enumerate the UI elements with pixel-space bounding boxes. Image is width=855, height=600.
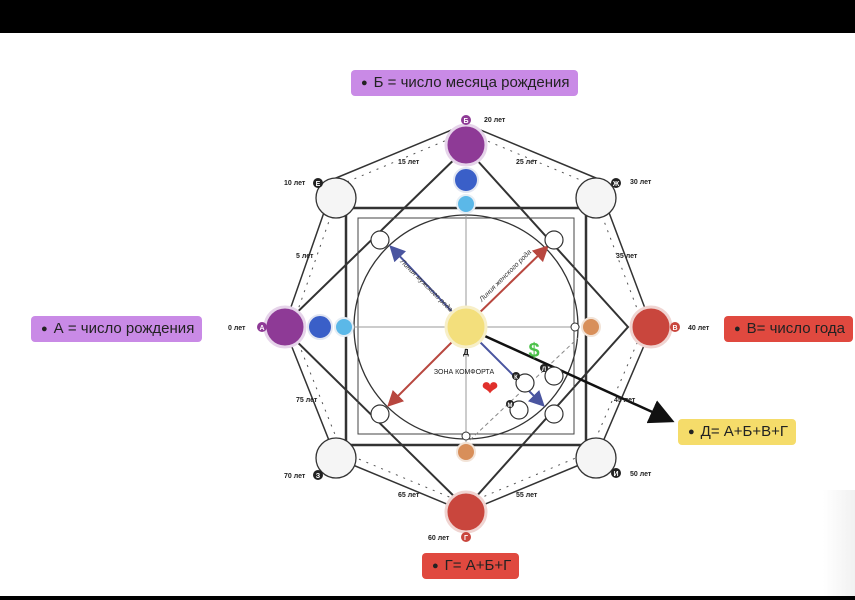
marker-a: А [257,322,267,332]
circle-a-blue [307,314,333,340]
circle-g-orange [456,442,476,462]
age-label-45: 45 лет [614,397,636,404]
svg-text:Г: Г [464,535,468,542]
male-line-arrow-upleft [389,245,459,319]
svg-text:К: К [514,375,518,381]
age-label-35: 35 лет [616,253,638,260]
svg-text:Л: Л [542,367,546,373]
age-label-5: 5 лет [296,253,314,260]
age-label-0: 0 лет [228,325,246,332]
svg-text:З: З [316,473,321,480]
label-a-text: А = число рождения [53,320,195,337]
female-line-arrow-downleft [387,335,459,407]
male-line-label: Линия мужского рода [398,257,454,313]
svg-text:Ж: Ж [612,181,620,188]
money-circle-2 [544,366,564,386]
circle-b-blue [453,167,479,193]
money-circle-1 [515,373,535,393]
circle-b-main [444,123,488,167]
svg-text:Е: Е [316,181,321,188]
money-circle-3 [509,400,529,420]
marker-k: К [512,372,520,381]
label-b-text: Б = число месяца рождения [373,74,570,91]
circle-a-main [263,305,307,349]
label-a-day: ● А = число рождения [31,316,203,342]
dashed-diagonal [469,337,579,441]
bottom-black-bar [0,596,855,600]
circle-b-lightblue [456,194,476,214]
age-label-55: 55 лет [516,492,538,499]
circle-v-main [629,305,673,349]
corner-circle-tr [575,177,617,219]
marker-g: Г [461,532,471,542]
label-v-year: ● В= число года [724,316,853,342]
marker-i: И [611,468,621,478]
inner-corner-circle-br [544,404,564,424]
pointer-arrow-to-d [475,330,675,424]
top-black-bar [0,0,855,33]
right-edge-shade [823,490,855,596]
heart-icon: ❤ [482,378,499,400]
marker-m: М [506,400,514,409]
age-label-20: 20 лет [484,117,506,124]
circle-g-main [444,490,488,534]
marker-e: Е [313,178,323,188]
label-v-text: В= число года [746,320,845,337]
svg-text:Б: Б [463,118,468,125]
marker-z: З [313,470,323,480]
age-label-50: 50 лет [630,471,652,478]
corner-circle-br [575,437,617,479]
corner-circle-bl [315,437,357,479]
inner-corner-circle-tl [370,230,390,250]
age-label-40: 40 лет [688,325,710,332]
circle-v-orange [581,317,601,337]
inner-corner-circle-bl [370,404,390,424]
circle-a-lightblue [334,317,354,337]
label-g-text: Г= А+Б+Г [444,557,512,574]
label-g-sum: ● Г= А+Б+Г [422,553,520,579]
age-label-60: 60 лет [428,535,450,542]
age-label-65: 65 лет [398,492,420,499]
svg-text:А: А [259,325,264,332]
age-scale-dashes [291,131,645,505]
label-d-text: Д= А+Б+В+Г [700,423,788,440]
circle-g-small-white [461,431,471,441]
corner-circle-tl [315,177,357,219]
marker-zh: Ж [611,178,621,188]
bullet-icon: ● [361,77,368,89]
bullet-icon: ● [432,560,439,572]
age-label-10: 10 лет [284,180,306,187]
svg-text:И: И [613,471,618,478]
male-line-arrow-downright [473,335,545,407]
marker-v: В [670,322,680,332]
inner-corner-circle-tr [544,230,564,250]
dollar-icon: $ [528,340,539,362]
circle-d-center [444,305,488,349]
age-label-25: 25 лет [516,159,538,166]
svg-text:М: М [508,403,513,409]
female-line-arrow-upright [473,245,549,319]
age-label-70: 70 лет [284,473,306,480]
female-line-label: Линия женского рода [477,248,533,304]
label-d-sum: ● Д= А+Б+В+Г [678,419,796,445]
circle-v-small-white [570,322,580,332]
svg-text:В: В [672,325,677,332]
marker-b: Б [461,115,471,125]
bullet-icon: ● [688,426,695,438]
bullet-icon: ● [41,323,48,335]
comfort-zone-label: ЗОНА КОМФОРТА [434,369,495,376]
bullet-icon: ● [734,323,741,335]
center-letter-d: Д [463,348,469,357]
age-label-75: 75 лет [296,397,318,404]
age-label-15: 15 лет [398,159,420,166]
label-b-month: ● Б = число месяца рождения [351,70,578,96]
age-label-30: 30 лет [630,179,652,186]
marker-l: Л [540,364,548,373]
